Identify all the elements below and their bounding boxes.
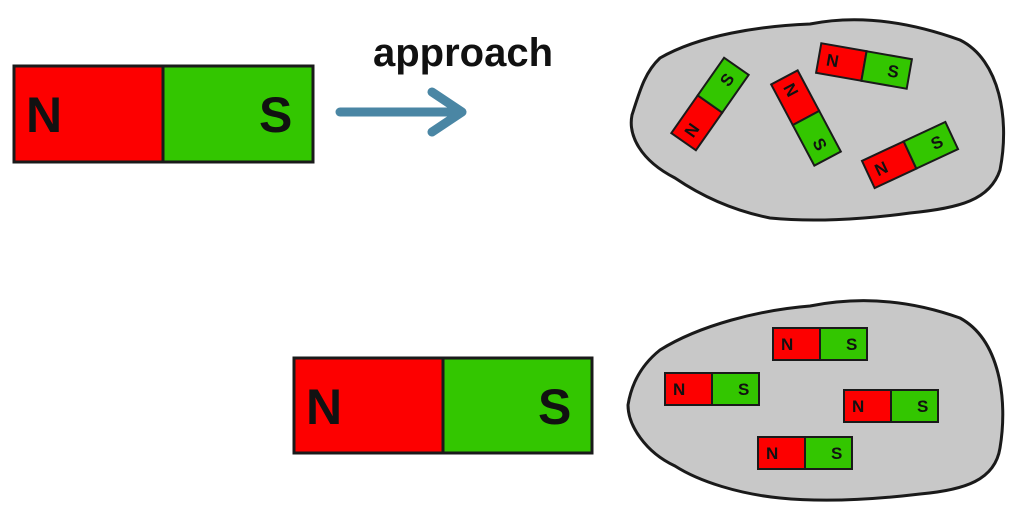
domain-north-label: N: [781, 335, 793, 354]
domain-magnet: N S: [757, 436, 853, 470]
domain-south-label: S: [846, 335, 857, 354]
domain-south-label: S: [738, 380, 749, 399]
domain-magnet: N S: [664, 372, 760, 406]
domain-magnet: N S: [843, 389, 939, 423]
north-label: N: [306, 379, 342, 435]
domain-magnet: N S: [669, 56, 751, 152]
domain-north-label: N: [825, 51, 840, 72]
panel-before: N S approach N S N S: [12, 18, 1006, 222]
domain-north-label: N: [852, 397, 864, 416]
north-label: N: [26, 87, 62, 143]
domain-magnet: N S: [772, 327, 868, 361]
iron-piece-top: N S N S N S N S: [629, 18, 1006, 222]
approach-label: approach: [373, 31, 553, 75]
domain-magnet: N S: [860, 120, 960, 190]
iron-piece-bottom: N S N S N S N S: [626, 299, 1005, 502]
south-label: S: [259, 87, 292, 143]
domain-south-label: S: [917, 397, 928, 416]
domain-north-label: N: [766, 444, 778, 463]
domain-magnet: N S: [769, 68, 843, 168]
domain-south-label: S: [886, 61, 900, 82]
domain-magnet: N S: [814, 42, 914, 90]
south-pole-block: [161, 64, 315, 164]
south-label: S: [538, 379, 571, 435]
iron-blob: [626, 299, 1005, 502]
domain-north-label: N: [673, 380, 685, 399]
north-pole-block: [292, 356, 445, 455]
bar-magnet-top: N S: [12, 64, 315, 164]
south-pole-block: [441, 356, 594, 455]
north-pole-block: [12, 64, 165, 164]
panel-after: N S N S N S N S: [292, 299, 1005, 502]
right-arrow-icon: [335, 87, 467, 137]
domain-south-label: S: [831, 444, 842, 463]
bar-magnet-bottom: N S: [292, 356, 594, 455]
